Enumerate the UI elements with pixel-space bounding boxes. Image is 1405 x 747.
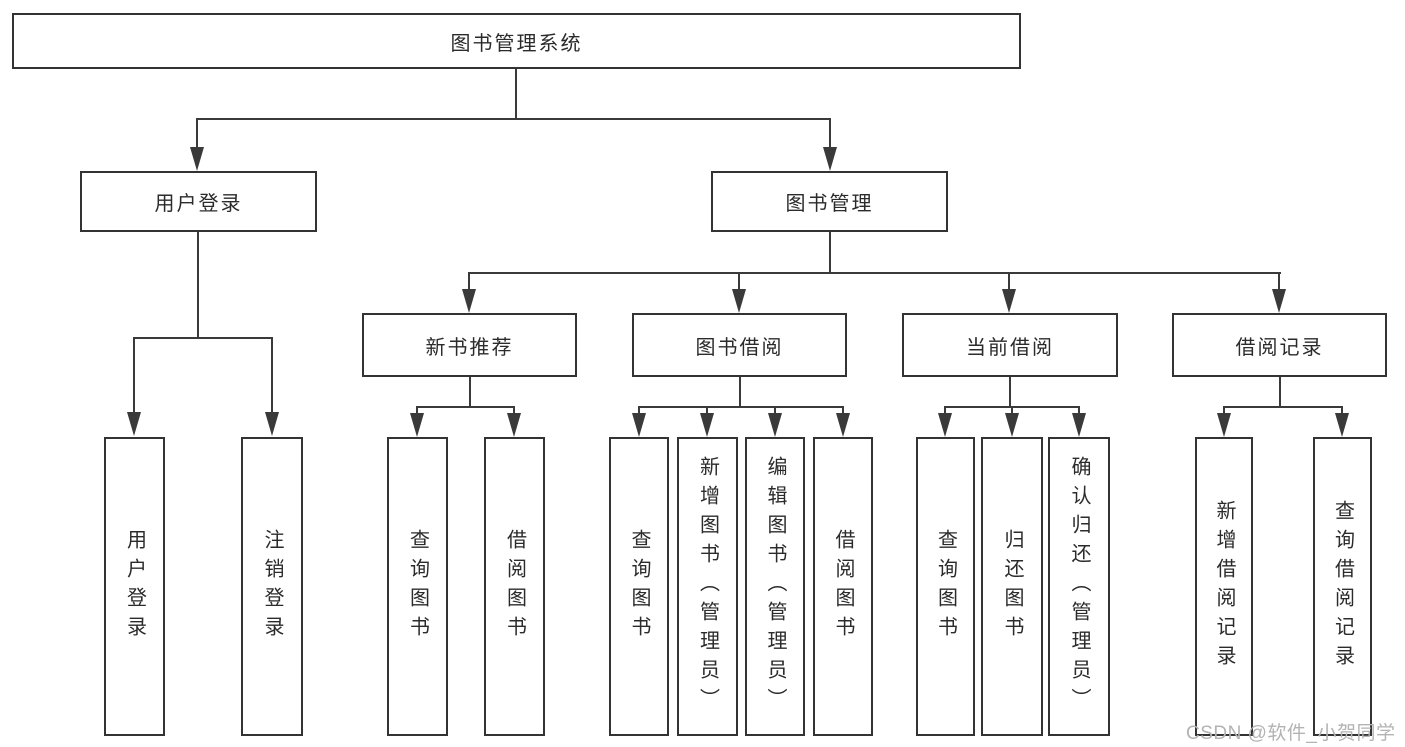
node-root: 图书管理系统: [12, 13, 1021, 69]
leaf-borrow-books-borrow: 借阅图书: [813, 437, 873, 736]
leaf-edit-book-admin: 编辑图书（管理员）: [745, 437, 805, 736]
connector-bookmgmt-stem-1: [468, 272, 470, 290]
leaf-query-books-newbook: 查询图书: [387, 437, 448, 736]
connector-currentborrow-vline: [1009, 377, 1011, 406]
connector-currentborrow-stem-1: [944, 406, 946, 414]
connector-bookborrow-hline: [638, 406, 844, 408]
connector-userlogin-stem-1: [133, 337, 135, 414]
connector-root-stem-right: [829, 118, 831, 150]
connector-bookmgmt-vline: [829, 232, 831, 272]
connector-newbook-stem-2: [513, 406, 515, 414]
leaf-query-borrow-record: 查询借阅记录: [1313, 437, 1372, 736]
arrow-down-icon: [632, 413, 646, 437]
csdn-watermark: CSDN @软件_小贺同学: [1186, 723, 1396, 744]
arrow-down-icon: [1002, 289, 1016, 313]
connector-newbook-hline: [417, 406, 515, 408]
connector-bookborrow-stem-1: [638, 406, 640, 414]
connector-records-stem-1: [1223, 406, 1225, 414]
connector-userlogin-stem-2: [271, 337, 273, 414]
arrow-down-icon: [462, 289, 476, 313]
leaf-logout: 注销登录: [241, 437, 303, 736]
arrow-down-icon: [823, 147, 837, 171]
leaf-borrow-books-newbook: 借阅图书: [484, 437, 545, 736]
connector-currentborrow-stem-3: [1078, 406, 1080, 414]
arrow-down-icon: [507, 413, 521, 437]
arrow-down-icon: [127, 412, 141, 436]
connector-bookborrow-stem-3: [774, 406, 776, 414]
node-book-management: 图书管理: [711, 171, 948, 232]
connector-bookborrow-vline: [739, 377, 741, 406]
arrow-down-icon: [1335, 413, 1349, 437]
node-current-borrow: 当前借阅: [902, 313, 1118, 377]
arrow-down-icon: [1005, 413, 1019, 437]
arrow-down-icon: [1217, 413, 1231, 437]
arrow-down-icon: [732, 289, 746, 313]
leaf-query-books-current: 查询图书: [916, 437, 975, 736]
connector-currentborrow-stem-2: [1011, 406, 1013, 414]
connector-newbook-stem-1: [416, 406, 418, 414]
arrow-down-icon: [265, 412, 279, 436]
connector-userlogin-hline: [134, 337, 273, 339]
node-new-book-recommend: 新书推荐: [362, 313, 577, 377]
connector-newbook-vline: [469, 377, 471, 406]
arrow-down-icon: [836, 413, 850, 437]
leaf-add-book-admin: 新增图书（管理员）: [677, 437, 738, 736]
node-borrow-records: 借阅记录: [1172, 313, 1387, 377]
connector-records-vline: [1279, 377, 1281, 406]
node-user-login: 用户登录: [80, 171, 317, 232]
leaf-user-login: 用户登录: [104, 437, 165, 736]
connector-bookmgmt-hline: [469, 272, 1281, 274]
connector-records-hline: [1224, 406, 1343, 408]
connector-records-stem-2: [1341, 406, 1343, 414]
connector-root-hline: [197, 118, 831, 120]
leaf-add-borrow-record: 新增借阅记录: [1195, 437, 1253, 736]
arrow-down-icon: [768, 413, 782, 437]
connector-root-vline: [515, 69, 517, 118]
arrow-down-icon: [410, 413, 424, 437]
arrow-down-icon: [190, 147, 204, 171]
connector-bookmgmt-stem-2: [738, 272, 740, 290]
arrow-down-icon: [700, 413, 714, 437]
connector-bookborrow-stem-4: [842, 406, 844, 414]
leaf-confirm-return-admin: 确认归还（管理员）: [1048, 437, 1110, 736]
arrow-down-icon: [1072, 413, 1086, 437]
arrow-down-icon: [1272, 289, 1286, 313]
connector-bookmgmt-stem-3: [1008, 272, 1010, 290]
connector-bookmgmt-stem-4: [1278, 272, 1280, 290]
connector-userlogin-vline: [197, 232, 199, 337]
arrow-down-icon: [938, 413, 952, 437]
connector-root-stem-left: [196, 118, 198, 150]
leaf-return-books: 归还图书: [981, 437, 1043, 736]
leaf-query-books-borrow: 查询图书: [609, 437, 669, 736]
connector-bookborrow-stem-2: [706, 406, 708, 414]
node-book-borrow: 图书借阅: [632, 313, 847, 377]
